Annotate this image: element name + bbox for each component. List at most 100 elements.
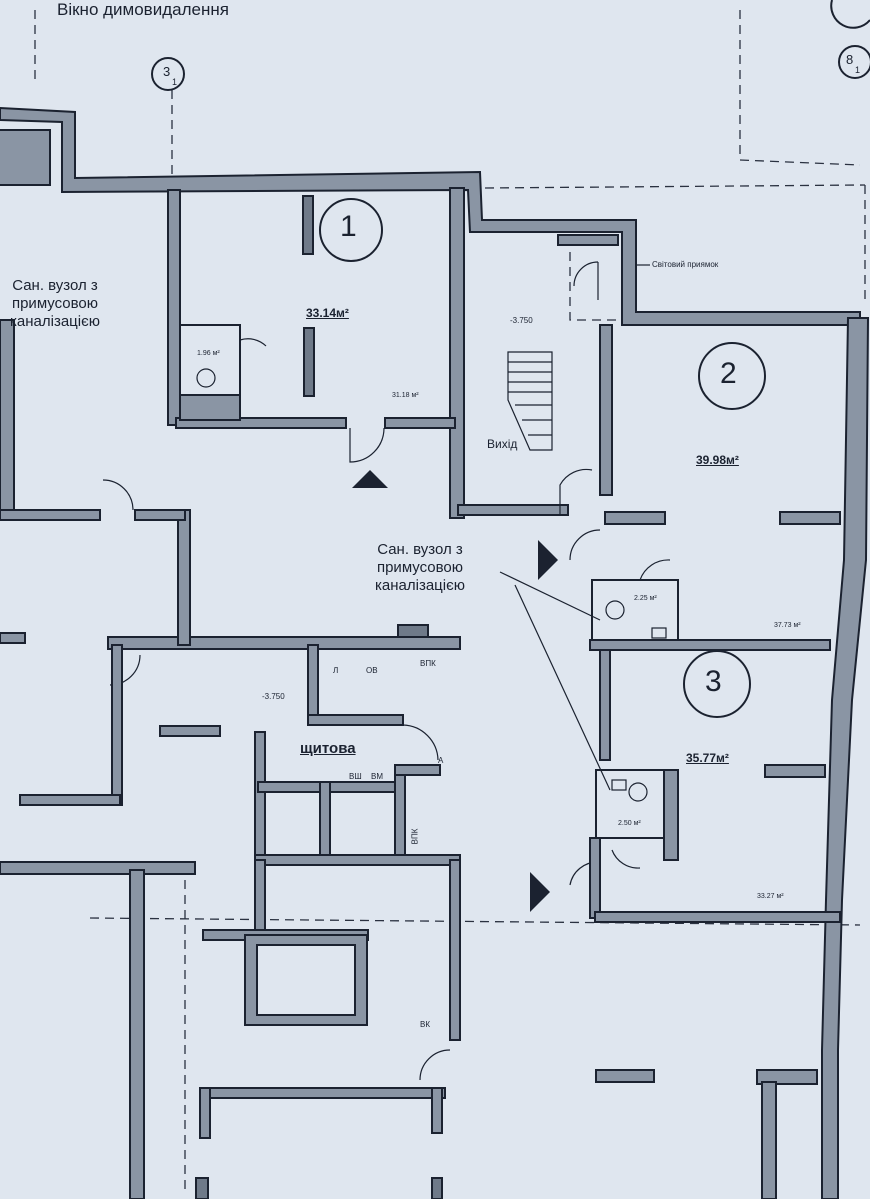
entrance-arrow-icon [352, 470, 388, 488]
exterior-wall-top [0, 106, 861, 326]
entrance-arrow-icon [538, 540, 558, 580]
toilet-icon [196, 368, 216, 388]
wall-room3-left [599, 649, 611, 761]
wall-elec-right [394, 769, 406, 863]
wall-bottom-row [199, 1087, 446, 1099]
wall-lower-left [0, 861, 196, 875]
wall-room1-left [167, 189, 181, 426]
wall-room2-bottom-2 [779, 511, 841, 525]
wall-room3-mid [764, 764, 826, 778]
unit-area-2: 39.98м² [696, 453, 739, 467]
unit-area-3: 35.77м² [686, 751, 729, 765]
unit-inner-area-3: 33.27 м² [757, 893, 784, 900]
wall-lower-right [449, 859, 461, 1041]
light-pit-outline [569, 252, 618, 321]
label-l: Л [333, 666, 339, 675]
wall-light-pit [557, 234, 619, 246]
unit-area-1: 33.14м² [306, 306, 349, 320]
bathroom-label-right: Сан. вузол з примусовою каналізацією [375, 541, 465, 594]
unit-number-3: 3 [705, 665, 722, 698]
entrance-arrow-icon [530, 872, 550, 912]
wall-corridor-top [107, 636, 461, 650]
wall-room1-bottom [175, 417, 347, 429]
axis-line [739, 159, 861, 166]
label-vpk-1: ВПК [420, 659, 436, 668]
toilet-icon [605, 600, 625, 620]
wc-area-2: 2.25 м² [634, 595, 657, 602]
wall-stub [195, 1177, 209, 1199]
door-swing-icon [569, 529, 601, 561]
wall-left-stub [0, 632, 26, 644]
wall-left-mid-2 [0, 509, 101, 521]
unit-number-circle-3 [683, 650, 751, 718]
wall-stub [431, 1177, 443, 1199]
equipment-block [397, 624, 429, 638]
label-vpk-2: ВПК [410, 828, 420, 845]
axis-label-3: 3 [163, 64, 171, 79]
shaft-inner [256, 944, 356, 1016]
wall-left-top [0, 129, 51, 186]
wall-room3-left-2 [589, 837, 601, 919]
bathroom-label-left: Сан. вузол з примусовою каналізацією [10, 277, 100, 330]
wall-corridor-left [177, 509, 191, 646]
toilet-icon [628, 782, 648, 802]
wall-left-mid [134, 509, 186, 521]
wall-bottom-row-left [199, 1087, 211, 1139]
wc-room2 [591, 579, 679, 641]
wall-lower-left-v [129, 869, 145, 1199]
label-vk: ВК [420, 1020, 430, 1029]
unit-number-circle-1 [319, 198, 383, 262]
axis-label-8: 8 [846, 52, 854, 67]
smoke-window-label: Вікно димовидалення [57, 0, 229, 19]
door-swing-icon [102, 479, 134, 511]
sink-icon [651, 627, 667, 639]
axis-line [89, 917, 861, 926]
wall-elec-top-2 [394, 764, 441, 776]
level-stair: -3.750 [510, 316, 533, 325]
axis-sub-8: 1 [855, 65, 861, 75]
wall-stair-bottom [457, 504, 569, 516]
door-swing-icon [639, 559, 671, 581]
axis-bubble-top [830, 0, 870, 29]
unit-inner-area-1: 31.18 м² [392, 392, 419, 399]
wall-room1-bottom-2 [384, 417, 456, 429]
wall-elec-top [307, 714, 404, 726]
door-swing-icon [559, 468, 593, 515]
level-corridor: -3.750 [262, 692, 285, 701]
wc-room1 [179, 324, 241, 396]
wall-wc-room3 [663, 769, 679, 861]
wall-bottom-row-right [431, 1087, 443, 1134]
wall-left-room [111, 644, 123, 806]
unit-number-circle-2 [698, 342, 766, 410]
wall-left-room-bottom [19, 794, 121, 806]
wall-elec-left-2 [254, 731, 266, 863]
axis-bubble-3 [151, 57, 185, 91]
label-a: А [438, 756, 444, 765]
wall-room2-3 [589, 639, 831, 651]
wall-room2-bottom [604, 511, 666, 525]
axis-sub-3: 1 [172, 77, 178, 87]
unit-inner-area-2: 37.73 м² [774, 622, 801, 629]
wall-elec-bottom [254, 854, 461, 866]
door-swing-icon [419, 1049, 451, 1081]
column-room1 [302, 195, 314, 255]
exterior-wall-right [821, 317, 870, 1199]
electrical-room-label: щитова [300, 740, 356, 757]
wall-elec-div [319, 781, 331, 863]
door-swing-icon [349, 427, 385, 463]
wc-area-3: 2.50 м² [618, 820, 641, 827]
wall-bottom-right [595, 1069, 655, 1083]
leader-line [514, 584, 611, 791]
exit-label: Вихід [487, 437, 518, 451]
wall-room3-bottom [594, 911, 841, 923]
unit-number-2: 2 [720, 357, 737, 390]
wall-bottom-right-v [761, 1081, 777, 1199]
wall-elec-left [307, 644, 319, 721]
door-swing-icon [239, 338, 267, 347]
wall-room1-right [449, 187, 465, 519]
unit-number-1: 1 [340, 210, 357, 243]
wall-bottom-right-2 [756, 1069, 818, 1085]
door-swing-icon [573, 261, 599, 287]
label-ov: ОВ [366, 666, 378, 675]
wall-left [0, 319, 15, 521]
